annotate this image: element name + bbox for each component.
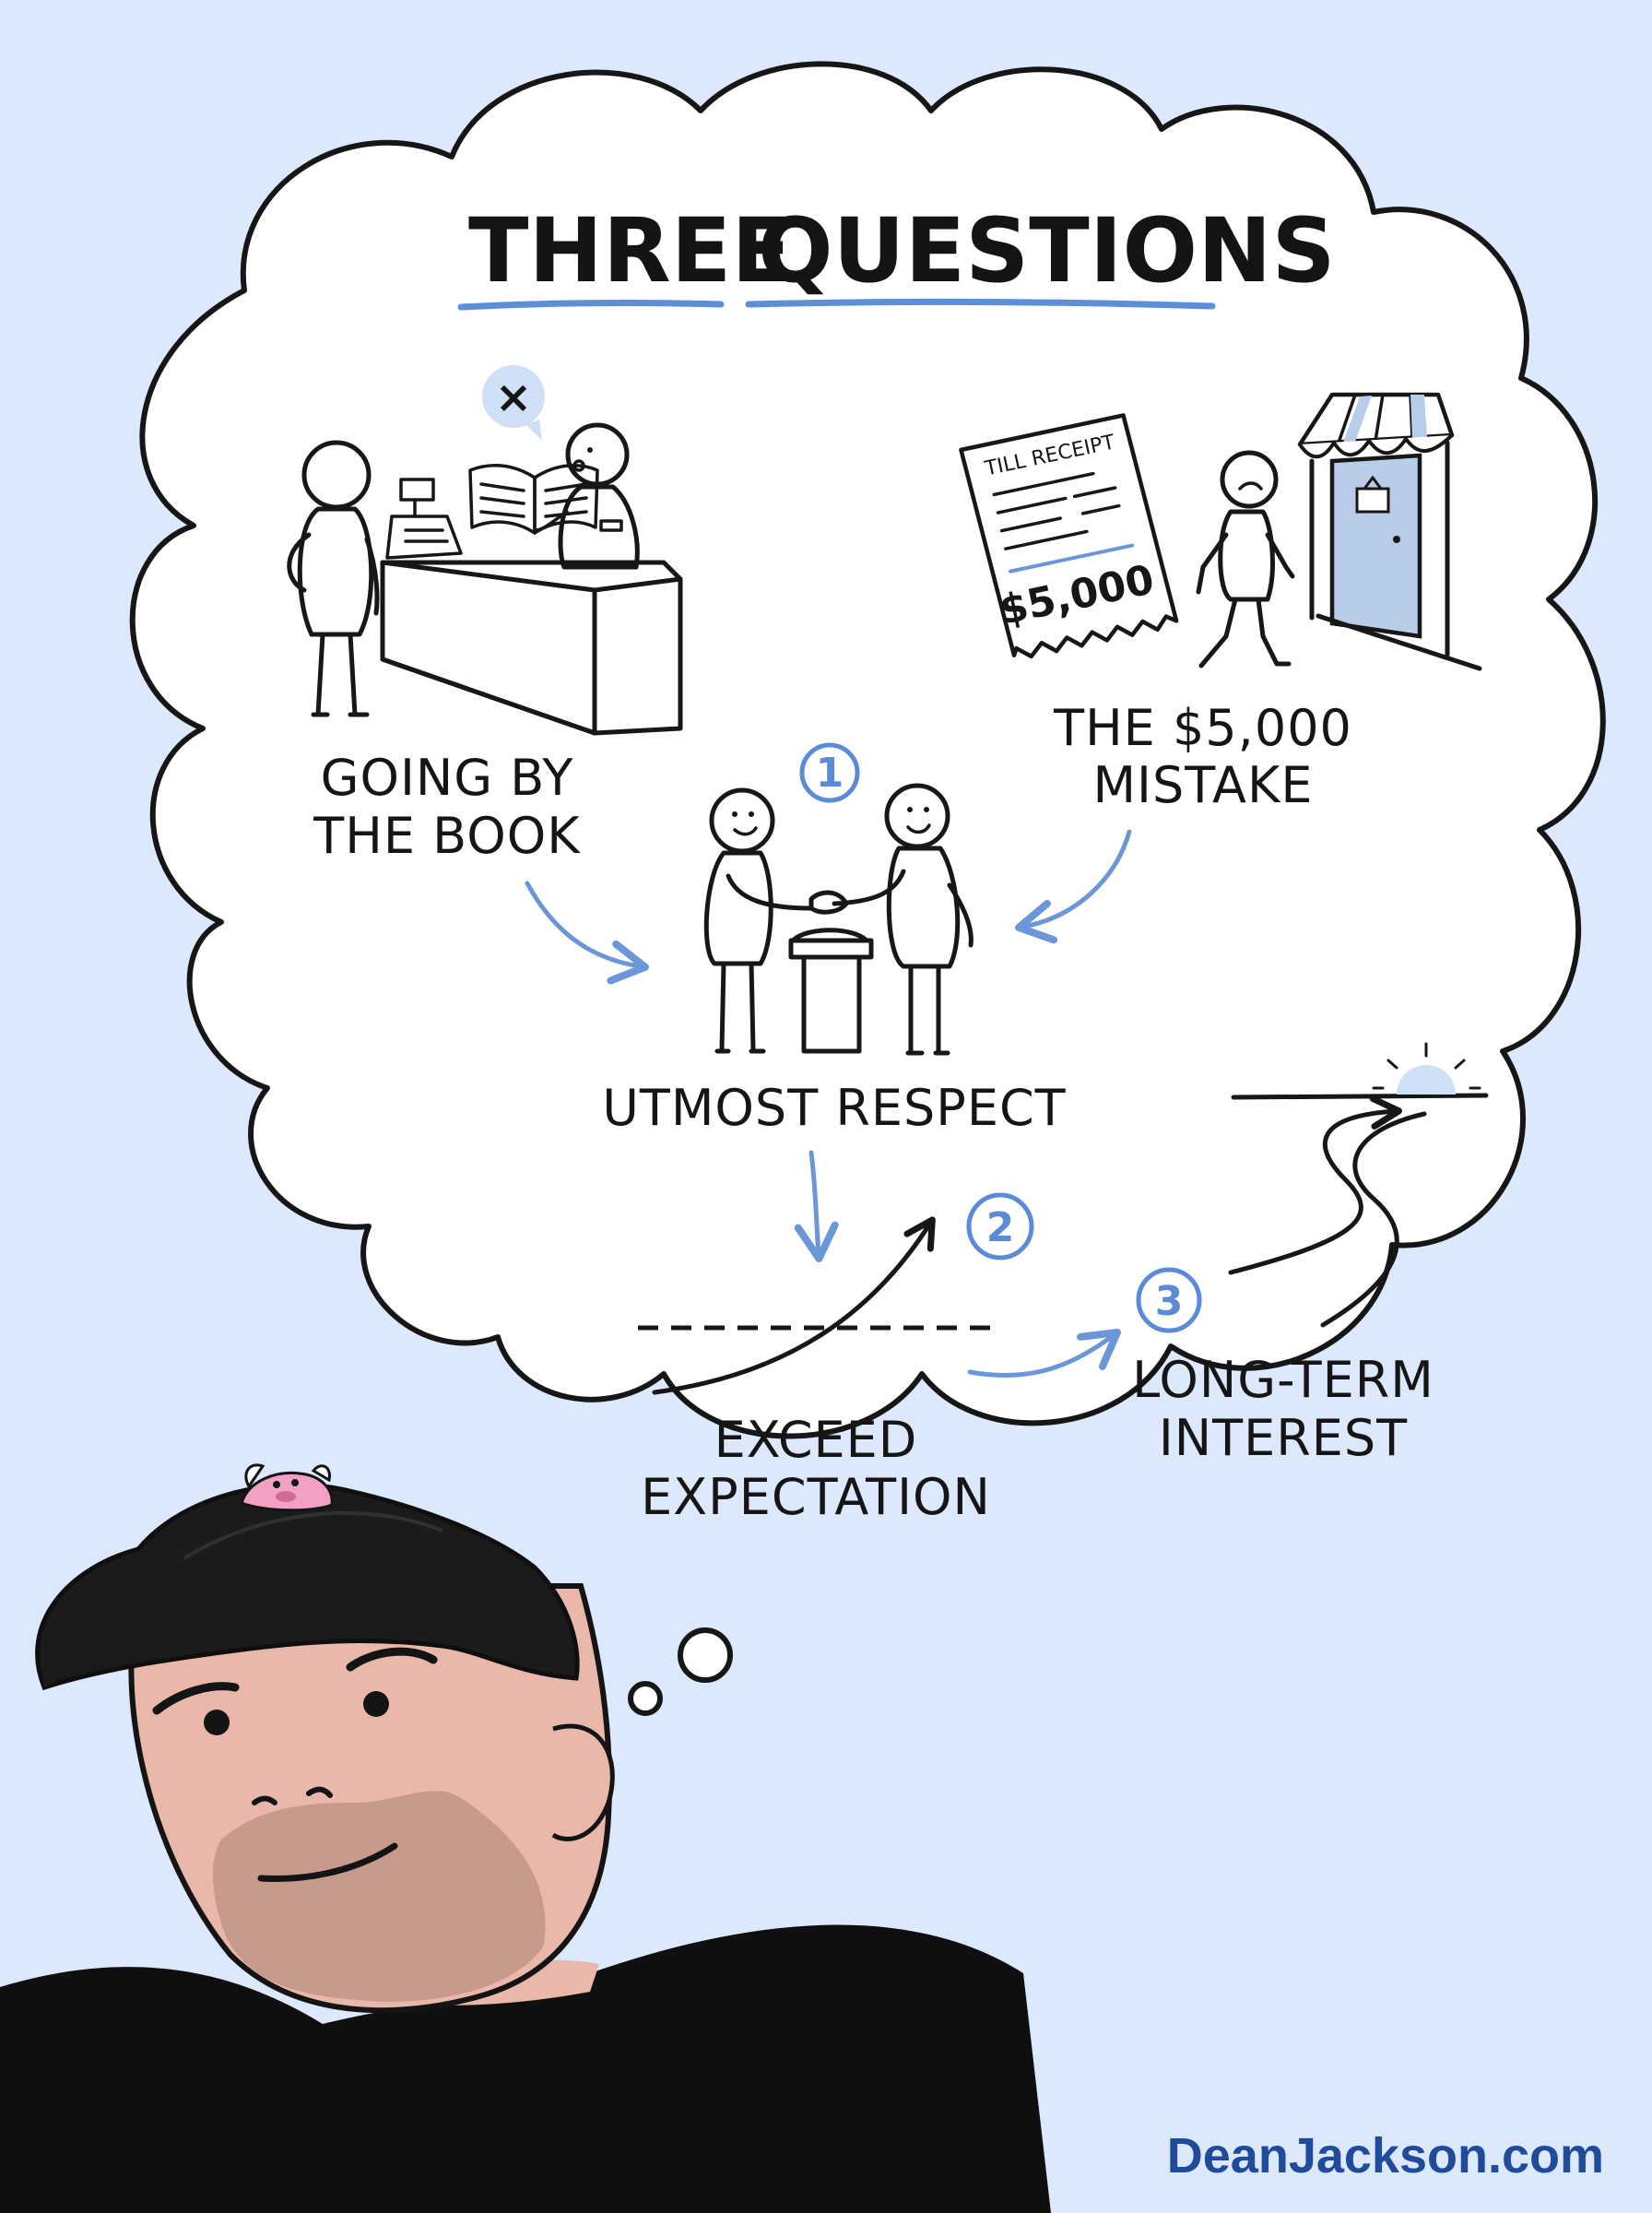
- arrow-respect-to-exceed: [794, 1150, 839, 1262]
- label-going-by-line1: GOING BY: [321, 749, 574, 807]
- scene-5000-mistake: TILL RECEIPT $5,000 THE $5,000 M: [959, 392, 1482, 944]
- step-badge-2: [966, 1192, 1034, 1260]
- baseball-cap: [35, 1482, 580, 1691]
- site-watermark: DeanJackson.com: [1167, 2128, 1604, 2183]
- winding-road-edge: [1320, 1111, 1427, 1328]
- label-utmost-respect: UTMOST RESPECT: [602, 1079, 1066, 1137]
- arrow-exceed-to-longterm: [967, 1329, 1122, 1379]
- scene-utmost-respect: 1 UTMOST RESPECT: [602, 742, 1066, 1262]
- right-eyebrow: [346, 1647, 438, 1672]
- title: THREE QUESTIONS: [457, 199, 1336, 311]
- title-word-questions: QUESTIONS: [758, 199, 1336, 302]
- label-mistake-line2: MISTAKE: [1092, 756, 1313, 814]
- customer-figure: [287, 440, 380, 717]
- cash-register-icon: [385, 478, 463, 560]
- label-mistake-line1: THE $5,000: [1053, 699, 1352, 757]
- shirt: [0, 1924, 1051, 2213]
- beard: [212, 1791, 546, 2002]
- storefront-icon: [1297, 392, 1482, 671]
- scene-long-term-interest: 3 LONG-TERM INTEREST: [1132, 1042, 1489, 1467]
- scene-going-by-the-book: × GOING BY THE BOOK: [287, 365, 683, 985]
- step-number-3: 3: [1155, 1278, 1184, 1325]
- handshake-person-right: [808, 783, 974, 1056]
- receipt-icon: TILL RECEIPT $5,000: [959, 413, 1179, 659]
- nose: [252, 1786, 333, 1805]
- walking-away-figure: [1196, 450, 1295, 669]
- step-number-1: 1: [816, 750, 844, 797]
- shop-counter: [380, 560, 683, 736]
- left-eyebrow: [152, 1682, 240, 1715]
- scene-exceed-expectation: 2 EXCEED EXPECTATION: [638, 1192, 1122, 1526]
- arrow-book-to-respect: [525, 881, 649, 985]
- left-eye: [204, 1710, 230, 1735]
- title-word-three: THREE: [468, 199, 792, 302]
- close-icon: ×: [495, 372, 532, 423]
- winding-road: [1228, 1095, 1402, 1275]
- pig-logo-icon: [240, 1463, 334, 1512]
- title-underline-1: [457, 300, 725, 311]
- right-eye: [363, 1691, 389, 1717]
- label-exceed-line2: EXPECTATION: [641, 1468, 991, 1526]
- clerk-figure: [533, 422, 640, 570]
- growth-arrow: [652, 1216, 936, 1395]
- thought-bubble-small: [628, 1681, 663, 1716]
- step-number-2: 2: [986, 1204, 1015, 1251]
- arrow-mistake-to-respect: [1015, 829, 1132, 944]
- denial-speech-bubble: ×: [482, 365, 545, 441]
- horizon-line: [1231, 1093, 1489, 1100]
- handshake-person-left: [703, 787, 814, 1054]
- smile: [257, 1842, 398, 1882]
- man-portrait: [0, 1463, 1051, 2213]
- label-going-by-line2: THE BOOK: [313, 807, 581, 865]
- step-badge-1: [799, 742, 860, 803]
- thought-bubble-large: [678, 1627, 733, 1683]
- label-longterm-line1: LONG-TERM: [1132, 1351, 1434, 1409]
- sun-icon: [1397, 1065, 1456, 1095]
- label-longterm-line2: INTEREST: [1159, 1409, 1408, 1467]
- label-exceed-line1: EXCEED: [714, 1411, 918, 1469]
- step-badge-3: [1136, 1267, 1202, 1333]
- title-underline-2: [745, 298, 1216, 310]
- podium-icon: [788, 928, 874, 1054]
